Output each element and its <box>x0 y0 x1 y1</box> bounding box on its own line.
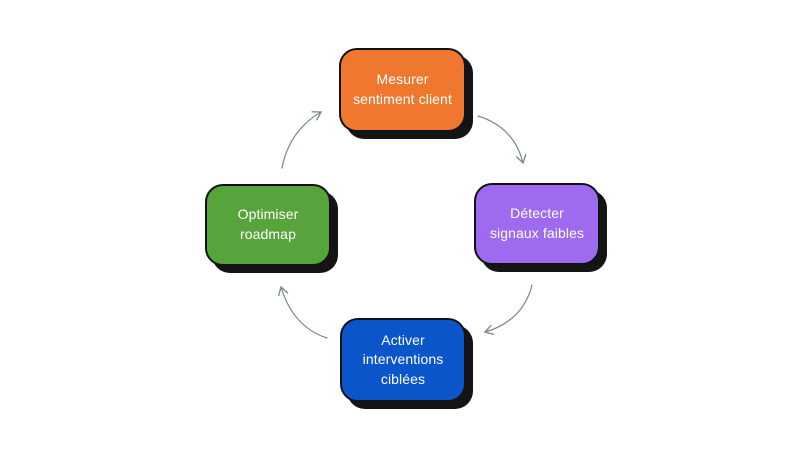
node-optimiser-roadmap[interactable]: Optimiser roadmap <box>205 184 331 266</box>
node-label-activer: Activer interventions ciblées <box>362 331 444 387</box>
arrow-detecter-to-activer <box>483 284 533 336</box>
node-label-mesurer: Mesurer sentiment client <box>353 71 452 107</box>
arrow-optimiser-to-mesurer <box>281 111 323 169</box>
node-detecter-signaux-faibles[interactable]: Détecter signaux faibles <box>474 183 600 265</box>
arrow-mesurer-to-detecter <box>477 115 527 165</box>
node-label-optimiser: Optimiser roadmap <box>237 206 299 242</box>
node-activer-interventions-ciblees[interactable]: Activer interventions ciblées <box>340 318 466 402</box>
node-mesurer-sentiment-client[interactable]: Mesurer sentiment client <box>339 48 466 132</box>
node-label-detecter: Détecter signaux faibles <box>489 205 585 241</box>
arrow-activer-to-optimiser <box>278 285 328 339</box>
